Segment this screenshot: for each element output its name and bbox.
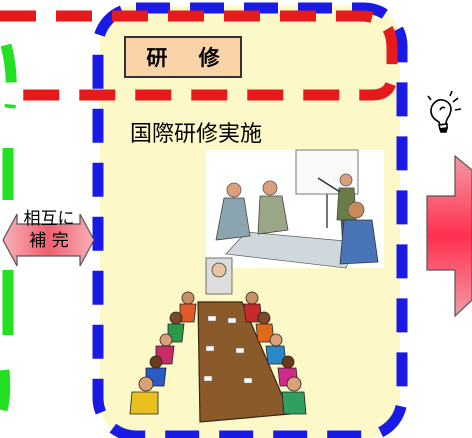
- panel-caption: 国際研修実施: [130, 122, 263, 147]
- training-heading: 研 修: [124, 36, 242, 78]
- presentation-clipart-icon: [206, 149, 384, 269]
- mutual-label-line1: 相互に: [23, 209, 75, 229]
- mutual-complement-label: 相互に 補 完: [4, 208, 94, 252]
- conference-clipart-icon: [129, 257, 307, 423]
- right-arrow: [426, 154, 472, 318]
- blue-dashed-boundary: [92, 2, 408, 438]
- mutual-complement-arrow: [2, 213, 95, 267]
- green-dashed-boundary: [0, 43, 17, 412]
- lightbulb-icon: [427, 90, 462, 133]
- mutual-label-line2: 補 完: [29, 231, 69, 251]
- red-dashed-boundary: [0, 10, 398, 101]
